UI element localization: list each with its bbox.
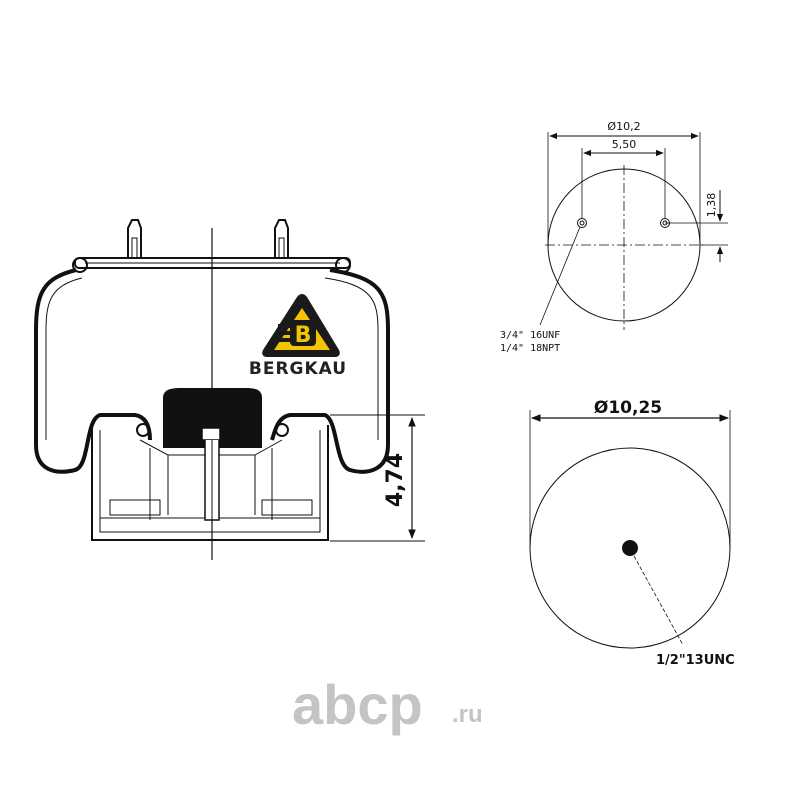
thread-label-1: 3/4" 16UNF xyxy=(500,330,560,341)
port-hole-left xyxy=(577,218,587,228)
watermark-suffix: .ru xyxy=(452,701,483,728)
center-thread-leader xyxy=(633,555,684,646)
top-view: Ø10,2 5,50 1,38 3/4" 16UNF 1/4" 18NPT xyxy=(500,120,728,354)
center-bolt xyxy=(201,427,221,521)
abcp-watermark: abcp .ru xyxy=(292,673,483,736)
center-thread-label: 1/2"13UNC xyxy=(656,653,735,668)
brand-logo: B xyxy=(262,294,340,357)
height-label: 4,74 xyxy=(383,453,408,507)
top-studs xyxy=(127,219,289,258)
piston xyxy=(91,425,329,541)
watermark-text: abcp xyxy=(292,673,423,736)
center-hole xyxy=(622,540,638,556)
offset-label: 1,38 xyxy=(705,193,718,218)
side-view: 4,74 B BERGKAU xyxy=(34,219,425,560)
thread-label-2: 1/4" 18NPT xyxy=(500,343,560,354)
hole-spacing-label: 5,50 xyxy=(612,138,637,151)
brand-name: BERGKAU xyxy=(249,359,347,379)
bottom-view: Ø10,25 1/2"13UNC xyxy=(529,398,735,668)
height-dimension: 4,74 xyxy=(330,414,425,542)
bumper xyxy=(163,388,262,448)
thread-leader xyxy=(539,226,581,326)
bottom-diameter-label: Ø10,25 xyxy=(594,398,662,418)
rubber-bellow xyxy=(34,268,390,474)
top-diameter-label: Ø10,2 xyxy=(607,120,640,133)
logo-letter: B xyxy=(295,323,312,348)
top-plate xyxy=(72,257,351,273)
